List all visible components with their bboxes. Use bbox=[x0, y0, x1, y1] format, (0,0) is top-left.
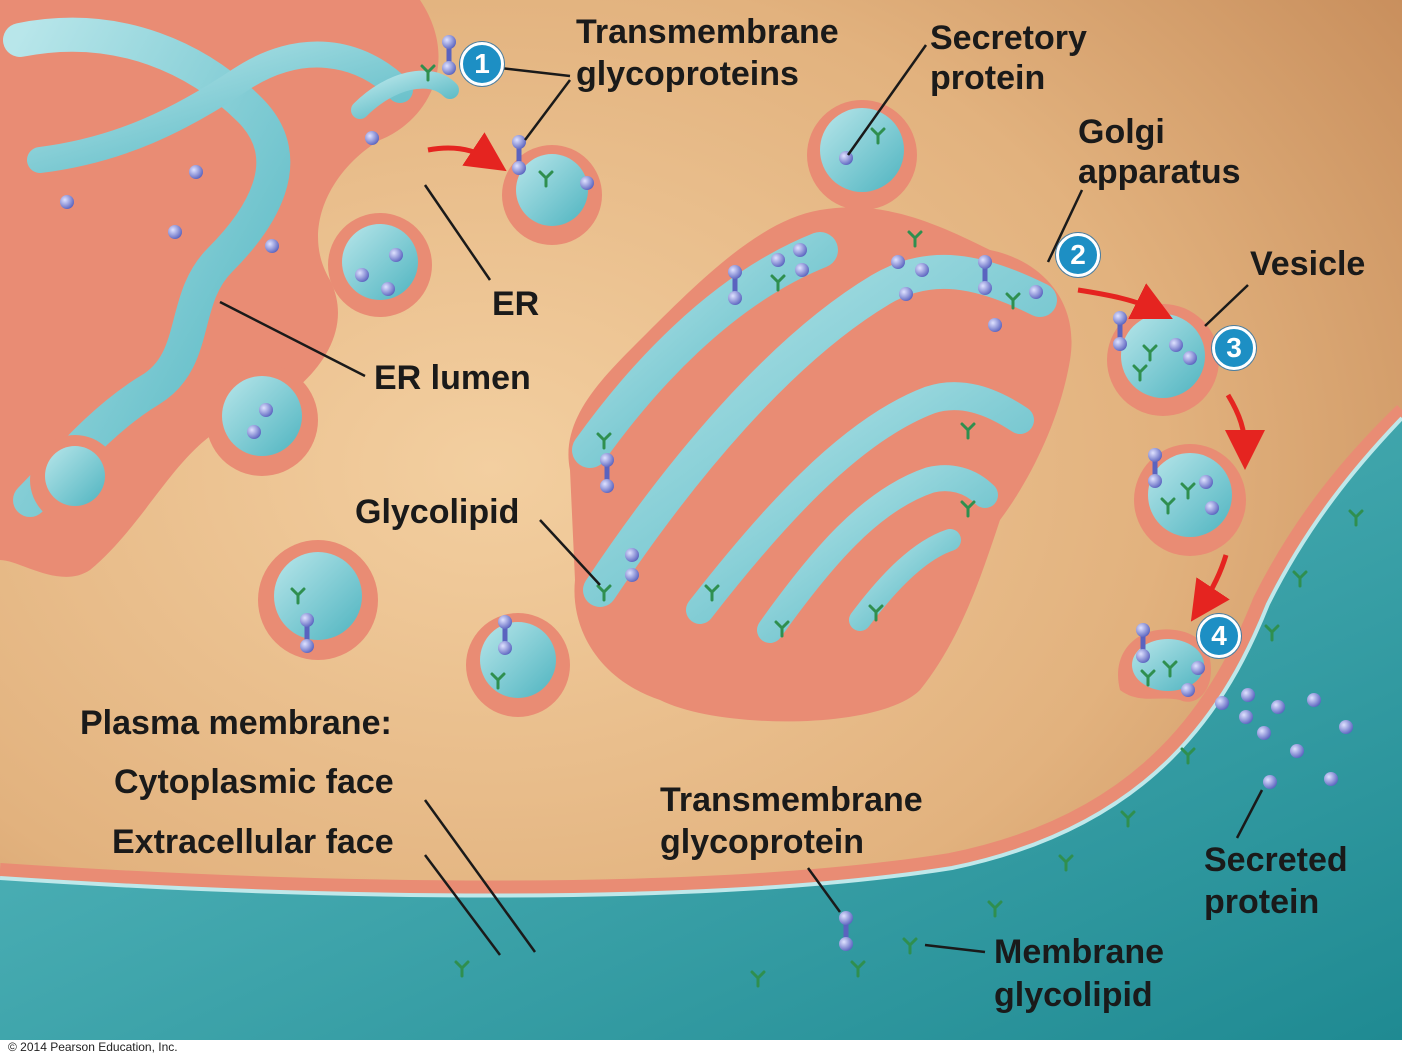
label-vesicle: Vesicle bbox=[1250, 245, 1366, 283]
secretory-vesicle bbox=[807, 100, 917, 210]
step-badge-2: 2 bbox=[1056, 233, 1100, 277]
plasma-membrane bbox=[0, 404, 1402, 895]
er-vesicle bbox=[30, 435, 120, 525]
er-vesicle bbox=[328, 213, 432, 317]
label-er: ER bbox=[492, 285, 540, 323]
label-membrane-glycolipid-line1: Membrane bbox=[994, 933, 1165, 971]
label-transmembrane-glycoproteins-line2: glycoproteins bbox=[576, 55, 799, 93]
label-glycolipid: Glycolipid bbox=[355, 493, 520, 531]
extracellular-space bbox=[0, 410, 1402, 1040]
label-secreted-protein-line2: protein bbox=[1204, 883, 1320, 921]
label-secretory-protein-line1: Secretory bbox=[930, 19, 1087, 57]
plasma-membrane-inner-leaflet bbox=[0, 416, 1402, 898]
vesicle-step3 bbox=[1107, 304, 1219, 416]
transport-vesicle bbox=[258, 540, 378, 660]
label-golgi-line1: Golgi bbox=[1078, 113, 1165, 151]
golgi-apparatus bbox=[568, 207, 1072, 722]
label-secreted-protein-line1: Secreted bbox=[1204, 841, 1348, 879]
label-secretory-protein-line2: protein bbox=[930, 59, 1046, 97]
label-extracellular-face: Extracellular face bbox=[112, 823, 394, 861]
label-transmembrane-glycoproteins-line1: Transmembrane bbox=[576, 13, 839, 51]
label-transmembrane-glycoprotein-line1: Transmembrane bbox=[660, 781, 923, 819]
endoplasmic-reticulum bbox=[0, 0, 459, 577]
secreted-proteins bbox=[1215, 688, 1353, 789]
label-plasma-membrane: Plasma membrane: bbox=[80, 704, 392, 742]
vesicle-fusing bbox=[1118, 623, 1211, 702]
vesicle-transit bbox=[1134, 444, 1246, 556]
step-badge-4: 4 bbox=[1197, 614, 1241, 658]
copyright-notice: © 2014 Pearson Education, Inc. bbox=[8, 1040, 178, 1054]
label-golgi-line2: apparatus bbox=[1078, 153, 1241, 191]
label-transmembrane-glycoprotein-line2: glycoprotein bbox=[660, 823, 865, 861]
label-er-lumen: ER lumen bbox=[374, 359, 531, 397]
step-badge-1: 1 bbox=[460, 42, 504, 86]
leader-lines bbox=[219, 44, 1264, 956]
transport-vesicle-step1 bbox=[502, 135, 602, 245]
golgi-vesicle bbox=[466, 613, 570, 717]
label-membrane-glycolipid-line2: glycolipid bbox=[994, 976, 1153, 1014]
label-cytoplasmic-face: Cytoplasmic face bbox=[114, 763, 394, 801]
step-badge-3: 3 bbox=[1212, 326, 1256, 370]
er-vesicle bbox=[206, 364, 318, 476]
transport-arrows bbox=[427, 132, 1265, 622]
